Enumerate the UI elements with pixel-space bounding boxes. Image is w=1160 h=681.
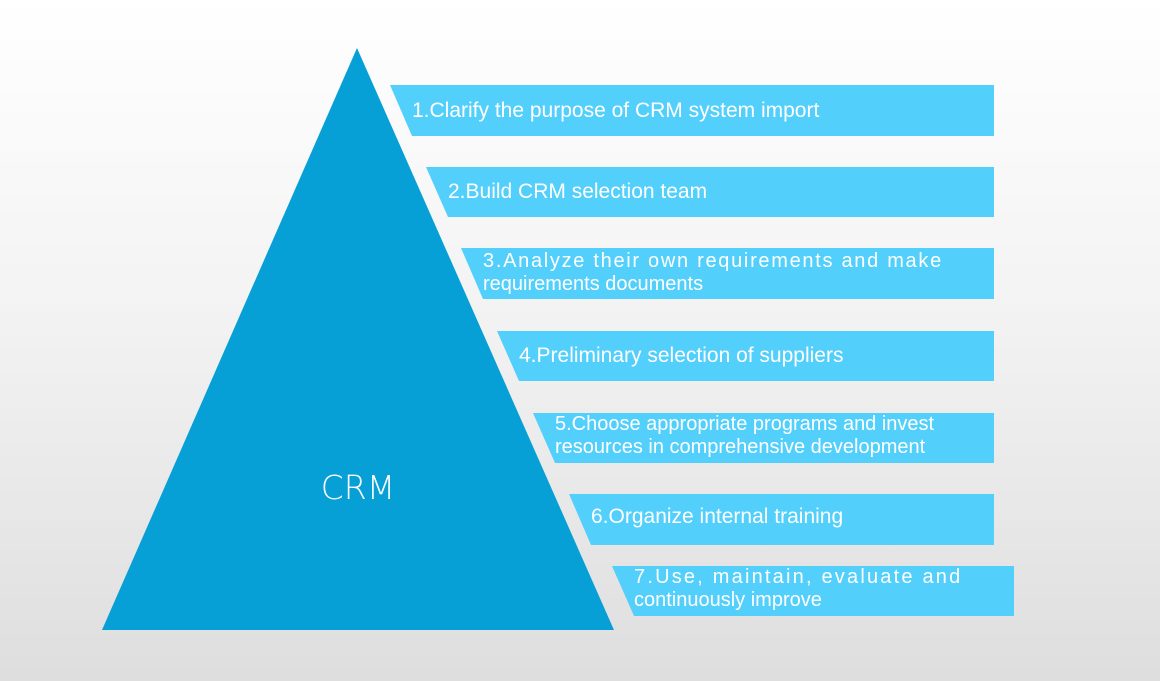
step-2-line-1: 2.Build CRM selection team — [448, 180, 708, 203]
pyramid-label: CRM — [320, 468, 396, 507]
step-3-text: 3.Analyze their own requirements and mak… — [483, 250, 943, 296]
step-3-line-1: 3.Analyze their own requirements and mak… — [483, 250, 943, 272]
step-4-text: 4.Preliminary selection of suppliers — [519, 344, 843, 367]
step-7-line-1: 7.Use, maintain, evaluate and — [634, 566, 963, 588]
step-band-6 — [569, 494, 994, 545]
step-7-text: 7.Use, maintain, evaluate and continuous… — [634, 566, 962, 612]
step-2-text: 2.Build CRM selection team — [448, 180, 707, 203]
step-band-5 — [533, 413, 994, 463]
step-6-text: 6.Organize internal training — [591, 505, 843, 528]
step-5-text: 5.Choose appropriate programs and invest… — [555, 413, 934, 459]
step-band-4 — [497, 331, 994, 381]
step-3-line-2: requirements documents — [483, 273, 704, 295]
step-band-1 — [390, 85, 994, 136]
step-6-line-1: 6.Organize internal training — [591, 505, 844, 528]
step-5-line-2: resources in comprehensive development — [555, 436, 926, 458]
step-1-line-1: 1.Clarify the purpose of CRM system impo… — [412, 99, 820, 122]
pyramid-shape — [102, 48, 614, 630]
step-1-text: 1.Clarify the purpose of CRM system impo… — [412, 99, 819, 122]
step-5-line-1: 5.Choose appropriate programs and invest — [555, 413, 935, 435]
step-band-2 — [426, 167, 994, 217]
step-4-line-1: 4.Preliminary selection of suppliers — [519, 344, 844, 367]
step-7-line-2: continuously improve — [634, 589, 822, 611]
step-band-7 — [612, 566, 1014, 616]
step-band-3 — [461, 248, 994, 299]
